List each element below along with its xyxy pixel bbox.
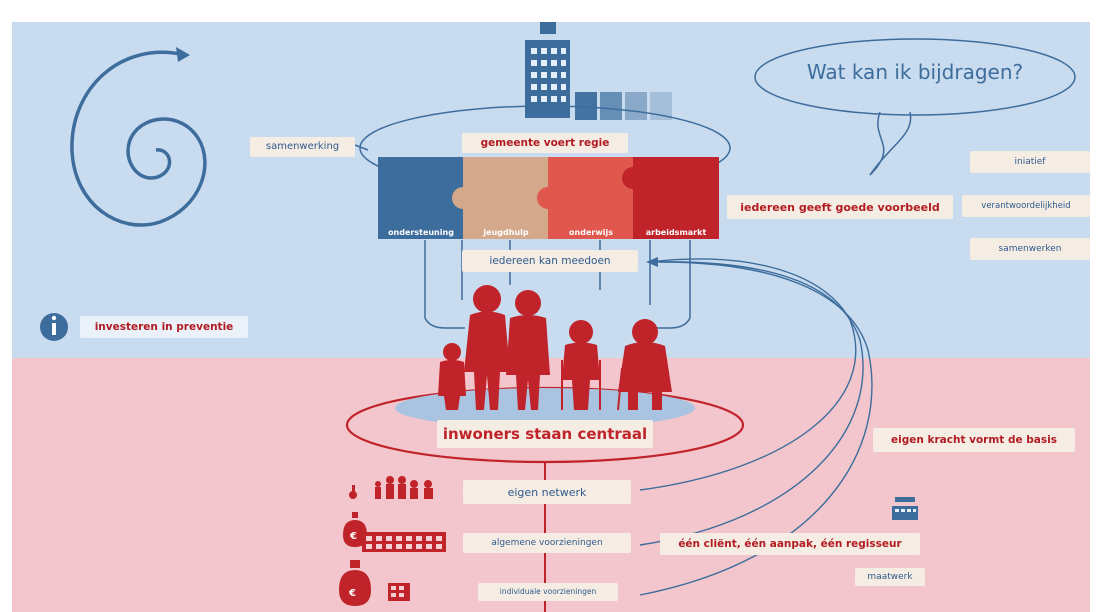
label-voorbeeld: iedereen geeft goede voorbeeld xyxy=(727,195,953,219)
label-netwerk: eigen netwerk xyxy=(463,480,631,504)
label-verantwoordelijkheid: verantwoordelijkheid xyxy=(962,195,1090,217)
money-bag-icons xyxy=(339,485,371,606)
svg-text:€: € xyxy=(348,588,356,599)
label-centraal: inwoners staan centraal xyxy=(437,420,653,448)
label-algemene: algemene voorzieningen xyxy=(463,533,631,553)
label-maatwerk: maatwerk xyxy=(855,568,925,586)
residents-figures xyxy=(438,285,672,410)
fading-blocks xyxy=(575,92,672,120)
puzzle-label-arbeidsmarkt: arbeidsmarkt xyxy=(645,228,707,237)
label-client: één cliënt, één aanpak, één regisseur xyxy=(660,533,920,555)
label-initiatief: iniatief xyxy=(970,151,1090,173)
puzzle-label-ondersteuning: ondersteuning xyxy=(388,228,454,237)
puzzle-label-jeugdhulp: jeugdhulp xyxy=(483,228,529,237)
label-samenwerking: samenwerking xyxy=(250,137,355,157)
label-samenwerken: samenwerken xyxy=(970,238,1090,260)
info-icon xyxy=(40,313,68,341)
spiral-icon xyxy=(70,47,207,227)
label-meedoen: iedereen kan meedoen xyxy=(462,250,638,272)
small-building-icon xyxy=(892,497,918,520)
individual-facility-icon xyxy=(388,583,410,601)
label-regie: gemeente voert regie xyxy=(462,133,628,153)
label-kracht: eigen kracht vormt de basis xyxy=(873,428,1075,452)
question-text: Wat kan ik bijdragen? xyxy=(806,60,1024,84)
puzzle xyxy=(378,157,719,239)
general-facility-icon xyxy=(362,532,446,552)
building-icon xyxy=(525,22,570,118)
label-individuele: individuale voorzieningen xyxy=(478,583,618,601)
speech-bubble xyxy=(754,38,1076,176)
family-icon xyxy=(375,476,433,499)
svg-text:€: € xyxy=(349,531,357,542)
puzzle-label-onderwijs: onderwijs xyxy=(569,228,613,237)
label-preventie: investeren in preventie xyxy=(80,316,248,338)
